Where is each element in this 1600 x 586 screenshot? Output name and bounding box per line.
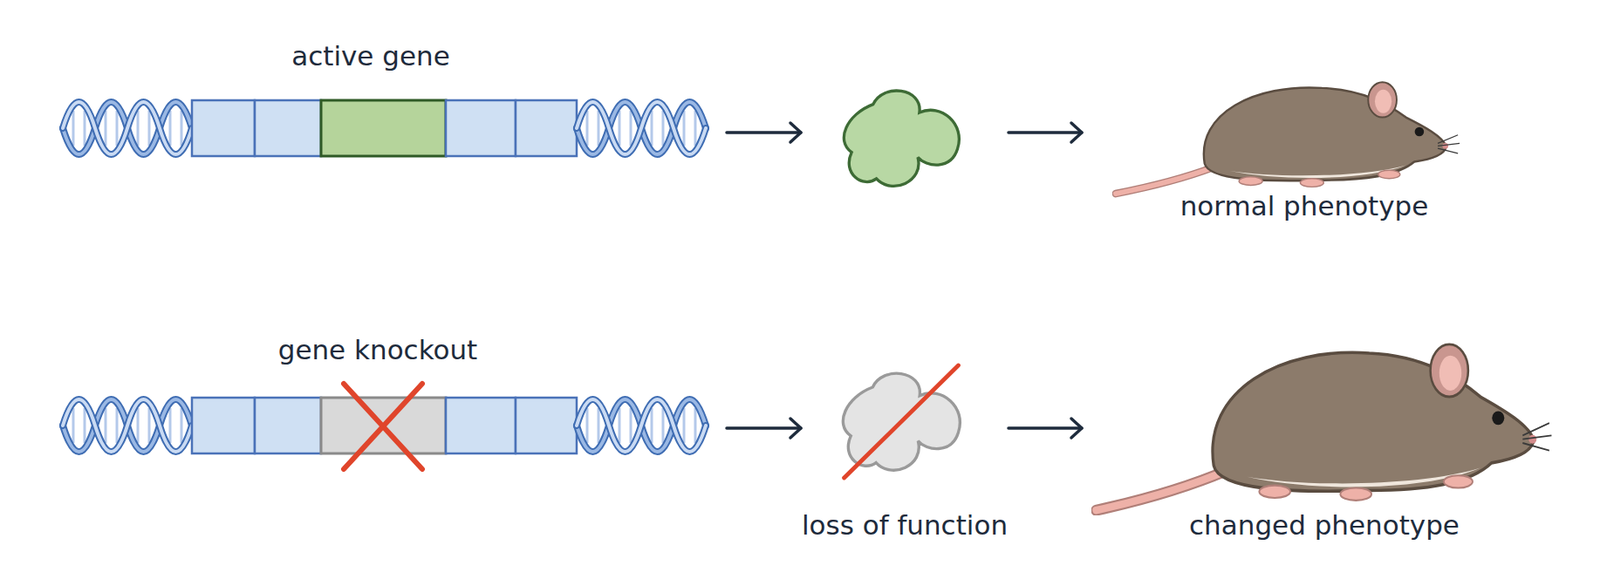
arrow — [1008, 123, 1082, 143]
arrow-head — [790, 123, 801, 143]
gene-box: active gene — [62, 38, 727, 158]
node-label: active gene — [62, 38, 679, 74]
dna-strand — [62, 383, 706, 470]
arrow-head — [790, 418, 801, 438]
node-label: gene knockout — [62, 332, 693, 368]
active-gene-segment — [321, 100, 446, 157]
arrow-head — [1071, 418, 1082, 438]
large-mouse — [1095, 344, 1552, 511]
protein-shape — [843, 90, 959, 186]
helix — [576, 102, 706, 155]
protein-box — [800, 82, 1009, 194]
gene-segment — [445, 397, 516, 454]
dna-strand — [62, 100, 706, 157]
gene-segment — [515, 397, 577, 454]
arrow-head — [1071, 123, 1082, 143]
arrow-line — [726, 426, 801, 431]
mouse-figure — [1115, 82, 1460, 194]
arrow — [1008, 418, 1082, 438]
helix — [62, 399, 192, 452]
mouse — [1115, 82, 1460, 194]
arrow-line — [1008, 130, 1082, 135]
gene-segment — [191, 397, 255, 454]
node-label: changed phenotype — [1081, 507, 1567, 543]
gene-segment — [191, 100, 255, 157]
phenotype-box: normal phenotype — [1081, 61, 1501, 227]
mouse-figure — [1095, 344, 1552, 511]
protein — [843, 90, 959, 186]
gene-segment — [515, 100, 577, 157]
inactive-protein — [842, 365, 960, 479]
knockout-cross — [343, 383, 423, 470]
loss-slash — [844, 365, 959, 479]
node-label: normal phenotype — [1081, 188, 1527, 224]
arrow-line — [726, 130, 801, 135]
arrow — [726, 418, 801, 438]
helix — [576, 399, 706, 452]
gene-segment — [254, 397, 322, 454]
arrow — [726, 123, 801, 143]
protein-box: loss of function — [800, 362, 1009, 546]
node-label: loss of function — [765, 507, 1044, 543]
gene-segment — [445, 100, 516, 157]
arrow-line — [1008, 426, 1082, 431]
phenotype-box: changed phenotype — [1081, 314, 1562, 546]
gene-segment — [254, 100, 322, 157]
helix — [62, 102, 192, 155]
gene-box: gene knockout — [62, 332, 727, 456]
